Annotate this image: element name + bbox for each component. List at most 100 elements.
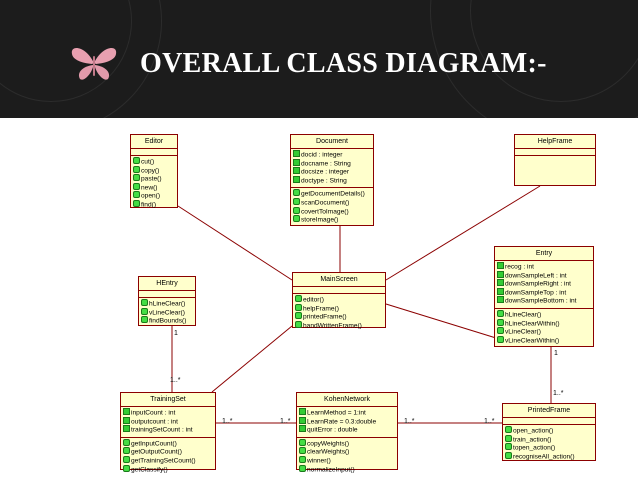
attribute-icon bbox=[299, 416, 306, 424]
multiplicity-label: 1..* bbox=[553, 390, 564, 397]
attributes-section: LearnMethod = 1:int LearnRate = 0.3:doub… bbox=[297, 407, 397, 438]
operations-section: open_action() train_action() topen_actio… bbox=[503, 425, 595, 463]
operation-icon bbox=[141, 307, 148, 315]
operation-icon bbox=[299, 447, 306, 455]
operations-section: hLineClear() vLineClear() findBounds() bbox=[139, 298, 195, 328]
attribute-icon bbox=[497, 296, 504, 304]
attribute-row: inputCount : int bbox=[121, 408, 215, 418]
attribute-row: outputcount : int bbox=[121, 416, 215, 427]
operation-row: find() bbox=[131, 199, 177, 210]
link-mainscreen-trainingset bbox=[211, 325, 293, 393]
operation-row: printedFrame() bbox=[293, 312, 385, 322]
multiplicity-label: 1..* bbox=[170, 377, 181, 384]
attribute-row: LearnRate = 0.3:double bbox=[297, 416, 397, 427]
operation-icon bbox=[505, 434, 512, 442]
operation-icon bbox=[141, 299, 148, 306]
class-name: Editor bbox=[131, 135, 177, 149]
operation-icon bbox=[293, 206, 300, 214]
link-mainscreen-entry bbox=[385, 303, 497, 339]
attributes-section: recog : int downSampleLeft : int downSam… bbox=[495, 261, 593, 309]
class-name: TrainingSet bbox=[121, 393, 215, 407]
operation-icon bbox=[295, 303, 302, 311]
operation-row: clearWeights() bbox=[297, 447, 397, 457]
attributes-section: docid : integer docname : String docsize… bbox=[291, 149, 373, 189]
attribute-icon bbox=[497, 270, 504, 278]
attribute-icon bbox=[293, 158, 300, 166]
attribute-icon bbox=[299, 425, 306, 433]
multiplicity-label: 1 bbox=[554, 350, 558, 357]
class-helpframe: HelpFrame bbox=[514, 134, 596, 186]
operation-row: topen_action() bbox=[503, 443, 595, 453]
operation-icon bbox=[497, 318, 504, 326]
operation-icon bbox=[133, 174, 140, 182]
operation-icon bbox=[141, 316, 148, 324]
operation-row: normalizeInput() bbox=[297, 464, 397, 475]
multiplicity-label: 1..* bbox=[404, 418, 415, 425]
operation-row: open() bbox=[131, 191, 177, 201]
operation-row: vLineClear() bbox=[139, 307, 195, 318]
operation-icon bbox=[295, 295, 302, 302]
operations-section: hLineClear() hLineClearWithin() vLineCle… bbox=[495, 309, 593, 347]
attribute-row: recog : int bbox=[495, 262, 593, 272]
attribute-icon bbox=[497, 262, 504, 269]
operation-row: vLineClear() bbox=[495, 327, 593, 337]
attribute-icon bbox=[123, 408, 130, 415]
operation-row: copyWeights() bbox=[297, 438, 397, 449]
operation-row: getOutputCount() bbox=[121, 447, 215, 457]
attribute-row: downSampleLeft : int bbox=[495, 270, 593, 281]
operation-icon bbox=[133, 157, 140, 164]
operation-icon bbox=[497, 327, 504, 335]
operation-row: findBounds() bbox=[139, 316, 195, 326]
operation-icon bbox=[123, 438, 130, 446]
operation-row: hLineClear() bbox=[139, 299, 195, 309]
operations-section: getDocumentDetails() scanDocument() cove… bbox=[291, 188, 373, 226]
class-mainscreen: MainScreen editor() helpFrame() printedF… bbox=[292, 272, 386, 329]
class-trainingset: TrainingSet inputCount : int outputcount… bbox=[120, 392, 216, 473]
class-entry: Entry recog : int downSampleLeft : int d… bbox=[494, 246, 594, 347]
attribute-icon bbox=[293, 150, 300, 157]
attribute-row: doctype : String bbox=[291, 175, 373, 186]
operation-row: getClassify() bbox=[121, 464, 215, 475]
attribute-icon bbox=[293, 175, 300, 183]
operation-icon bbox=[497, 309, 504, 317]
slide-header: OVERALL CLASS DIAGRAM:- bbox=[0, 0, 638, 118]
operation-row: open_action() bbox=[503, 426, 595, 436]
multiplicity-label: 1..* bbox=[280, 418, 291, 425]
attributes-section bbox=[139, 291, 195, 298]
attribute-row: downSampleRight : int bbox=[495, 279, 593, 289]
operation-row: getTrainingSetCount() bbox=[121, 455, 215, 466]
operation-icon bbox=[293, 189, 300, 197]
attributes-section bbox=[503, 418, 595, 425]
attribute-icon bbox=[293, 167, 300, 175]
operation-row: helpFrame() bbox=[293, 303, 385, 314]
attribute-icon bbox=[123, 416, 130, 424]
attributes-section bbox=[515, 149, 595, 156]
operation-icon bbox=[505, 443, 512, 451]
operations-section bbox=[515, 156, 595, 160]
attribute-row: LearnMethod = 1:int bbox=[297, 408, 397, 418]
class-hentry: HEntry hLineClear() vLineClear() findBou… bbox=[138, 276, 196, 326]
class-kohennetwork: KohenNetwork LearnMethod = 1:int LearnRa… bbox=[296, 392, 398, 473]
operation-icon bbox=[299, 438, 306, 446]
operation-icon bbox=[293, 215, 300, 223]
attribute-row: downSampleBottom : int bbox=[495, 296, 593, 306]
operation-row: cut() bbox=[131, 157, 177, 167]
multiplicity-label: 1..* bbox=[484, 418, 495, 425]
operations-section: copyWeights() clearWeights() winner() no… bbox=[297, 438, 397, 476]
class-document: Document docid : integer docname : Strin… bbox=[290, 134, 374, 226]
operation-icon bbox=[123, 464, 130, 472]
attribute-row: docsize : integer bbox=[291, 167, 373, 177]
operation-row: copy() bbox=[131, 165, 177, 176]
operations-section: editor() helpFrame() printedFrame() hand… bbox=[293, 294, 385, 332]
class-name: MainScreen bbox=[293, 273, 385, 287]
attribute-row: docname : String bbox=[291, 158, 373, 169]
operation-row: getInputCount() bbox=[121, 438, 215, 449]
operation-row: vLineClearWithin() bbox=[495, 335, 593, 346]
operation-row: storeImage() bbox=[291, 215, 373, 225]
class-name: PrintedFrame bbox=[503, 404, 595, 418]
class-name: HEntry bbox=[139, 277, 195, 291]
operation-row: new() bbox=[131, 182, 177, 193]
operation-icon bbox=[293, 197, 300, 205]
operation-icon bbox=[295, 312, 302, 320]
attribute-icon bbox=[299, 408, 306, 415]
